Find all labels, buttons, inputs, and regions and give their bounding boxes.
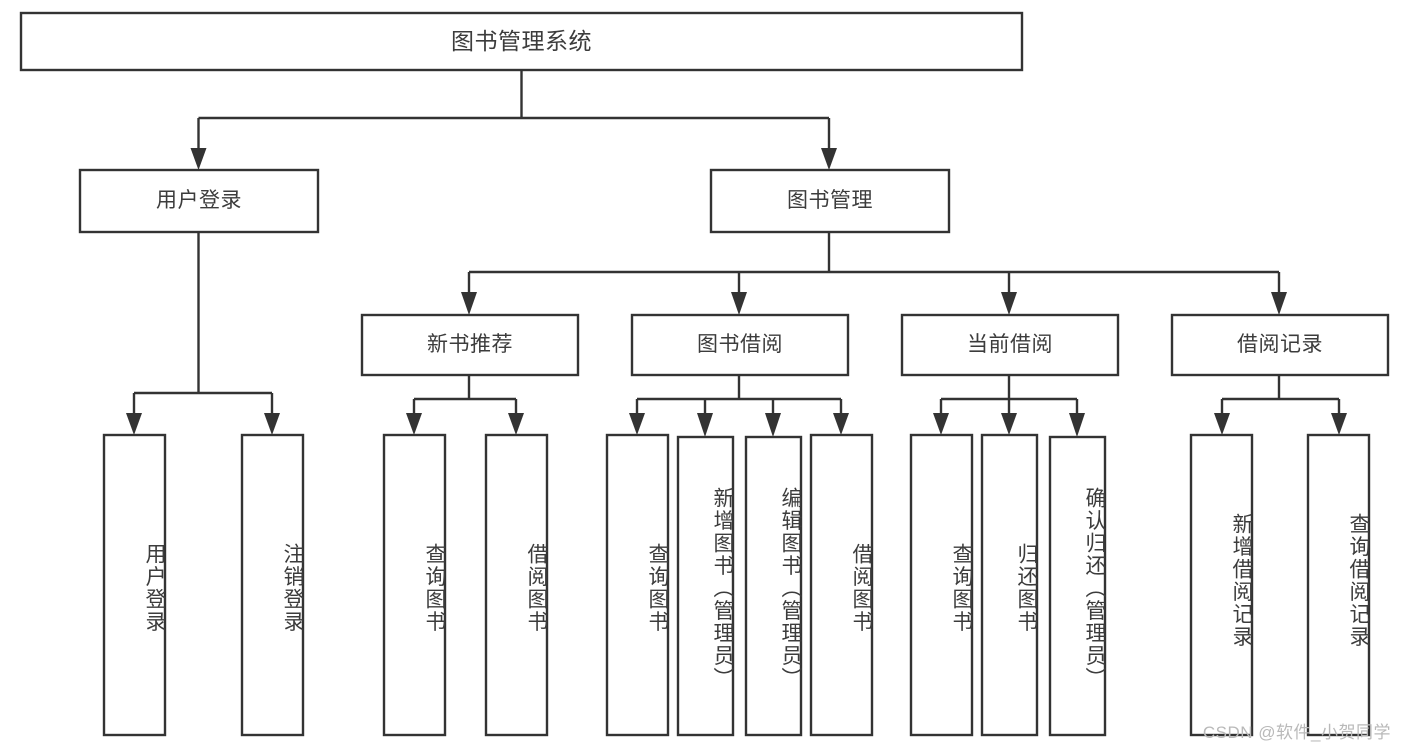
arrow-head-new-book-rec (461, 292, 477, 315)
node-box-root[interactable] (19, 11, 1024, 72)
arrow-head-current-borrow (1001, 292, 1017, 315)
node-box-leaf-return-book[interactable] (980, 433, 1039, 737)
csdn-watermark: CSDN @软件_小贺同学 (1202, 723, 1391, 742)
node-box-leaf-add-book[interactable] (676, 435, 735, 737)
arrow-head-leaf-query-book-1 (406, 413, 422, 435)
node-box-borrow-record[interactable] (1170, 313, 1390, 377)
arrow-head-book-mgmt (821, 148, 837, 170)
node-box-current-borrow[interactable] (900, 313, 1120, 377)
arrow-head-leaf-query-record (1331, 413, 1347, 435)
arrow-head-leaf-add-book (697, 413, 713, 437)
arrow-head-leaf-borrow-book-1 (508, 413, 524, 435)
arrow-head-book-borrow (731, 292, 747, 315)
arrow-head-leaf-return-book (1001, 413, 1017, 435)
arrow-head-leaf-confirm-return (1069, 413, 1085, 437)
arrow-head-leaf-edit-book (765, 413, 781, 437)
node-box-leaf-borrow-book-2[interactable] (809, 433, 874, 737)
node-box-leaf-confirm-return[interactable] (1048, 435, 1107, 737)
node-box-book-mgmt[interactable] (709, 168, 951, 234)
node-box-leaf-query-book-3[interactable] (909, 433, 974, 737)
node-box-leaf-edit-book[interactable] (744, 435, 803, 737)
arrow-head-user-login (190, 148, 207, 170)
arrow-head-leaf-query-book-2 (629, 413, 645, 435)
node-box-leaf-logout-login[interactable] (240, 433, 305, 737)
arrow-head-leaf-user-login (126, 413, 142, 435)
node-box-leaf-user-login[interactable] (102, 433, 167, 737)
node-box-leaf-query-book-2[interactable] (605, 433, 670, 737)
arrow-head-leaf-query-book-3 (933, 413, 949, 435)
node-box-new-book-rec[interactable] (360, 313, 580, 377)
node-box-leaf-add-record[interactable] (1189, 433, 1254, 737)
node-box-user-login[interactable] (78, 168, 320, 234)
node-box-leaf-query-record[interactable] (1306, 433, 1371, 737)
arrow-head-leaf-add-record (1214, 413, 1230, 435)
node-box-leaf-borrow-book-1[interactable] (484, 433, 549, 737)
arrow-head-leaf-borrow-book-2 (833, 413, 849, 435)
arrow-head-leaf-logout (264, 413, 280, 435)
arrow-head-borrow-record (1271, 292, 1287, 315)
node-box-book-borrow[interactable] (630, 313, 850, 377)
node-box-leaf-query-book-1[interactable] (382, 433, 447, 737)
